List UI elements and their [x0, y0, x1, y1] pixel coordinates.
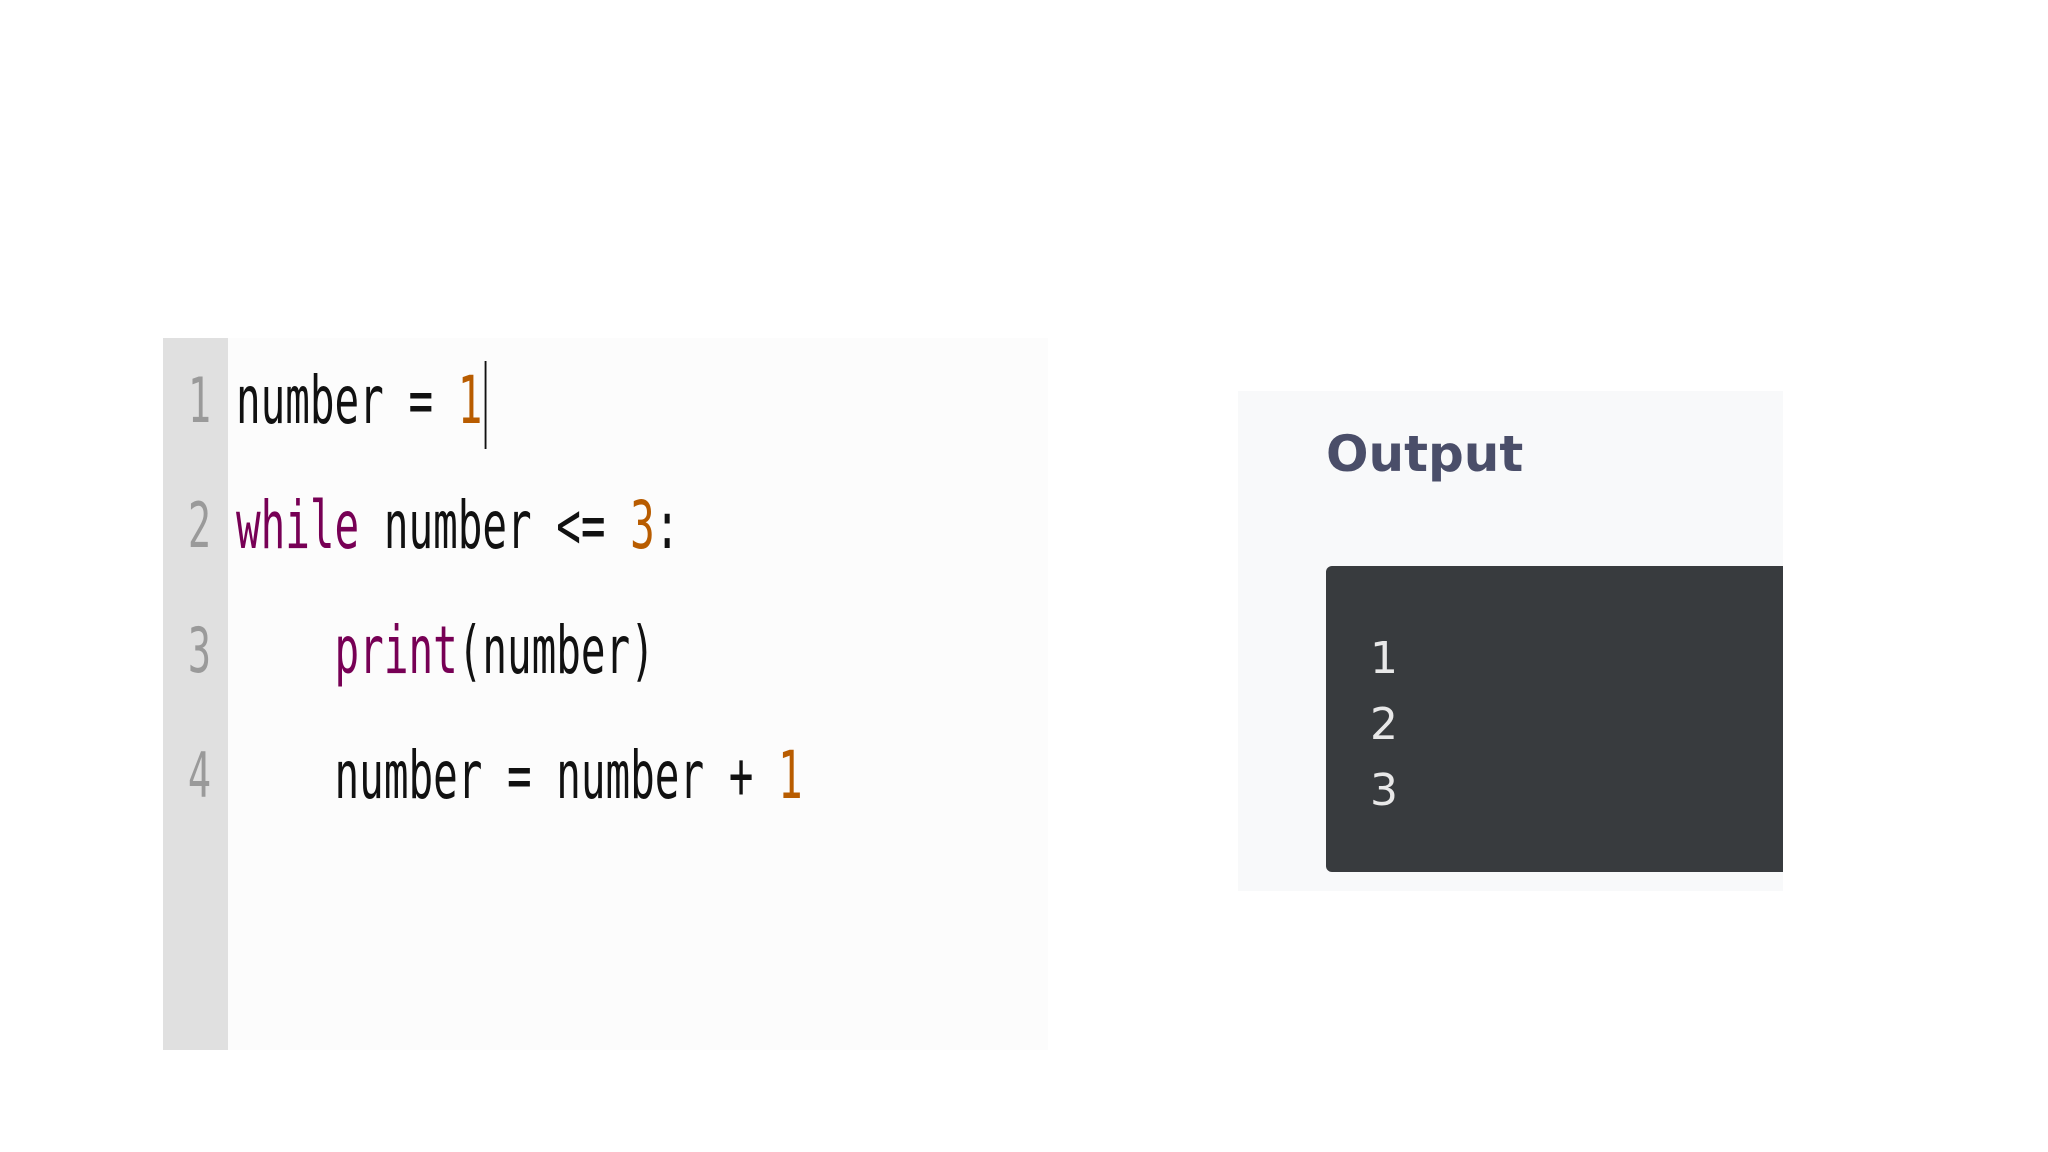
output-panel: Output 1 2 3 — [1238, 391, 1783, 891]
code-number: 1 — [778, 737, 803, 814]
line-number: 2 — [187, 489, 211, 562]
code-line[interactable]: number = number + 1 — [236, 713, 803, 838]
line-number: 1 — [187, 364, 211, 437]
output-console: 1 2 3 — [1326, 566, 1783, 872]
code-text: : — [655, 487, 680, 564]
line-number: 3 — [187, 614, 211, 687]
code-text: number = — [236, 362, 459, 439]
output-line: 3 — [1370, 765, 1398, 816]
output-line: 1 — [1370, 633, 1398, 684]
code-text: (number) — [458, 612, 656, 689]
code-keyword: print — [334, 612, 459, 689]
code-text: number = number + — [236, 737, 779, 814]
code-text — [236, 612, 335, 689]
code-area[interactable]: number = 1 while number <= 3: print(numb… — [228, 338, 1150, 1050]
code-text: number <= — [359, 487, 631, 564]
text-cursor — [485, 360, 488, 449]
code-line[interactable]: number = 1 — [236, 338, 803, 463]
code-number: 1 — [458, 362, 483, 439]
line-number-gutter: 1 2 3 4 — [163, 338, 229, 1050]
output-line: 2 — [1370, 699, 1398, 750]
code-line[interactable]: while number <= 3: — [236, 463, 803, 588]
code-line[interactable]: print(number) — [236, 588, 803, 713]
code-editor[interactable]: 1 2 3 4 number = 1 while number <= 3: pr… — [163, 338, 1048, 1050]
code-keyword: while — [236, 487, 360, 564]
output-title: Output — [1326, 425, 1524, 483]
code-number: 3 — [630, 487, 656, 564]
line-number: 4 — [187, 739, 211, 812]
